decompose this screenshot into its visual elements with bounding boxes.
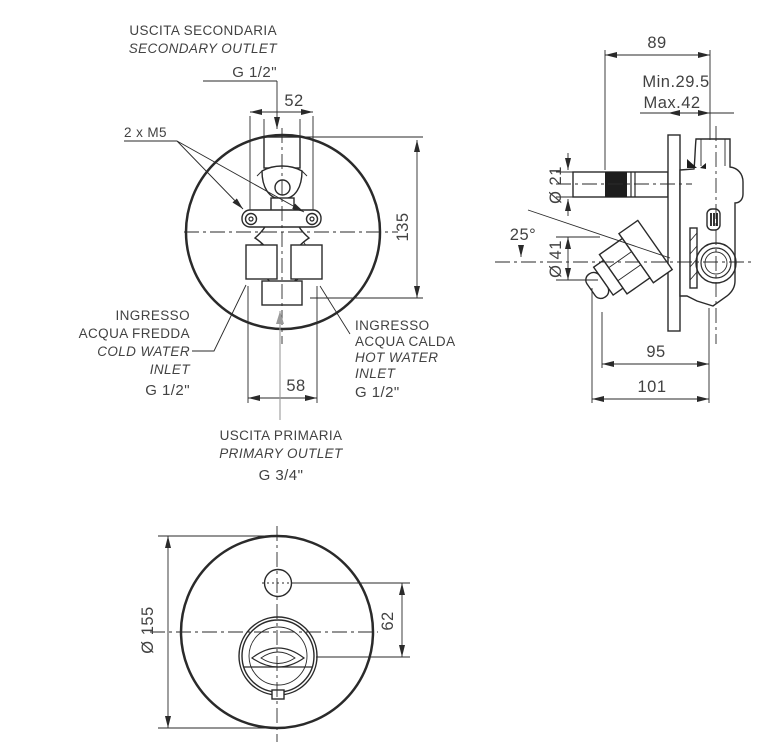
pipe-union <box>630 172 636 197</box>
front-view: 52 135 58 USCITA SECONDARIA SECONDARY OU… <box>79 23 455 484</box>
dim-135: 135 <box>394 212 412 241</box>
mounting-tab-bar <box>241 209 322 228</box>
dim-plate-dia-group: Ø 155 <box>139 535 282 729</box>
body-notch-right <box>700 163 706 169</box>
adjuster-slot-ribs <box>710 213 718 226</box>
knob-lens-inner <box>260 651 296 664</box>
body-notch-left <box>687 159 697 168</box>
dim-minmax-group: Min.29.5 Max.42 <box>640 73 734 116</box>
screw-hole-left <box>244 212 258 226</box>
control-knob <box>238 616 318 700</box>
dim-62-group: 62 <box>294 582 410 658</box>
dim-min: Min.29.5 <box>642 73 709 91</box>
primary-line2: PRIMARY OUTLET <box>219 446 344 461</box>
diverter-button <box>262 568 294 598</box>
cold-inlet-label: INGRESSO ACQUA FREDDA COLD WATER INLET G… <box>79 284 247 399</box>
dim-angle-group: 25° <box>510 209 671 259</box>
bottom-view: Ø 155 62 <box>139 526 410 742</box>
hot-line4: INLET <box>355 366 397 381</box>
dim-58: 58 <box>286 377 305 395</box>
hot-inlet-port <box>290 244 323 280</box>
primary-line1: USCITA PRIMARIA <box>220 428 343 443</box>
handle-stem <box>585 219 674 300</box>
dim-135-group: 135 <box>300 136 423 299</box>
hot-line3: HOT WATER <box>355 350 438 365</box>
knob-lens-outer <box>250 647 306 668</box>
primary-size: G 3/4" <box>259 467 304 484</box>
dim-max: Max.42 <box>643 94 700 112</box>
cold-line2: ACQUA FREDDA <box>79 326 190 341</box>
hot-size: G 1/2" <box>355 384 400 401</box>
secondary-outlet-line1: USCITA SECONDARIA <box>129 23 277 38</box>
screws-label: 2 x M5 <box>124 125 305 213</box>
dim-89-group: 89 <box>604 34 711 170</box>
hot-line1: INGRESSO <box>355 318 430 333</box>
secondary-outlet-size: G 1/2" <box>232 64 277 81</box>
dim-knob-dia-group: Ø 41 <box>547 236 600 281</box>
cold-line3: COLD WATER <box>97 344 190 359</box>
cold-line4: INLET <box>150 362 192 377</box>
pipe-depth-band <box>605 172 627 197</box>
dim-52-group: 52 <box>249 92 314 210</box>
dim-plate-dia: Ø 155 <box>139 606 157 653</box>
screw-hole-left-dot <box>248 216 254 222</box>
hot-line2: ACQUA CALDA <box>355 334 455 349</box>
screws-text: 2 x M5 <box>124 125 167 140</box>
dome-ears <box>256 170 308 177</box>
dim-101: 101 <box>637 378 666 396</box>
front-valve-body <box>241 136 323 306</box>
wall-plate <box>667 134 681 332</box>
knob-notch <box>271 689 285 700</box>
cold-inlet-port <box>245 244 278 280</box>
side-valve-body <box>572 134 744 332</box>
dim-pipe-dia-group: Ø 21 <box>547 153 586 216</box>
dim-95-group: 95 <box>601 308 710 403</box>
screw-hole-right <box>305 212 319 226</box>
dim-52: 52 <box>284 92 303 110</box>
dim-58-group: 58 <box>247 286 318 403</box>
stub-pipe-walls <box>700 139 726 166</box>
cold-size: G 1/2" <box>145 382 190 399</box>
dim-101-group: 101 <box>591 288 709 403</box>
flange-hatch <box>689 232 698 281</box>
dim-62: 62 <box>379 611 397 630</box>
dim-knob-dia: Ø 41 <box>547 240 565 278</box>
dim-pipe-dia: Ø 21 <box>547 166 565 204</box>
hot-inlet-label: INGRESSO ACQUA CALDA HOT WATER INLET G 1… <box>319 285 455 401</box>
cold-line1: INGRESSO <box>115 308 190 323</box>
dim-95: 95 <box>646 343 665 361</box>
primary-outlet-label: USCITA PRIMARIA PRIMARY OUTLET G 3/4" <box>219 311 344 484</box>
dim-angle: 25° <box>510 226 536 244</box>
dim-89: 89 <box>647 34 666 52</box>
head-hole <box>274 179 291 196</box>
screw-hole-right-dot <box>309 216 315 222</box>
secondary-outlet-label: USCITA SECONDARIA SECONDARY OUTLET G 1/2… <box>129 23 280 129</box>
secondary-outlet-line2: SECONDARY OUTLET <box>129 41 279 56</box>
side-view: 25° 89 Min.29.5 Max.42 Ø 21 Ø 41 <box>495 34 755 403</box>
